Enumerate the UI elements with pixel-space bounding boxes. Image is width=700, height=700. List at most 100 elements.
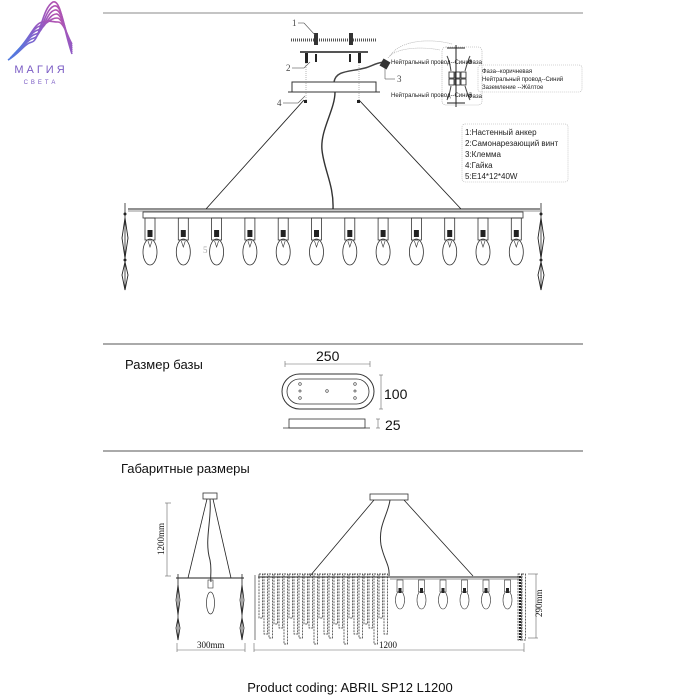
- bulb-icon: [342, 217, 358, 266]
- crystal-strand: [333, 573, 338, 625]
- bulb-icon: [508, 217, 524, 266]
- crystal-strand: [373, 573, 378, 645]
- logo-name: МАГИЯ: [14, 64, 68, 76]
- phase-label-top: Фаза: [468, 60, 483, 66]
- terminal-icon: [460, 71, 467, 79]
- length-value: 1200: [379, 640, 398, 650]
- parts-legend-item: 2:Самонарезающий винт: [465, 139, 559, 148]
- bulb-icon: [502, 579, 513, 610]
- neutral-wire-label-bottom: Нейтральный провод--Синий: [391, 92, 472, 99]
- crystal-strand: [298, 573, 303, 639]
- wall-anchor-icon: [349, 33, 353, 45]
- crystal-strand: [258, 573, 263, 619]
- crystal-strand: [338, 573, 343, 629]
- callout-1: 1: [292, 18, 297, 28]
- crystal-strand: [308, 573, 313, 629]
- base-depth-value: 100: [384, 386, 408, 402]
- suspension-height-value: 1200mm: [156, 523, 166, 555]
- crystal-strand: [353, 573, 358, 635]
- crystal-strand: [278, 573, 283, 629]
- logo-wave-icon: [7, 1, 73, 61]
- crystal-drop-left: [121, 203, 129, 291]
- suspension-cables: [205, 91, 462, 210]
- bulb-icon: [459, 579, 470, 610]
- crystal-strand: [268, 573, 273, 639]
- callout-5: 5: [203, 245, 208, 255]
- base-height-value: 25: [385, 417, 401, 433]
- wall-anchor-icon: [314, 33, 318, 45]
- base-size-title: Размер базы: [125, 357, 203, 372]
- screw-icon: [305, 53, 308, 63]
- bulb-icon: [416, 579, 427, 610]
- nut-icon: [357, 100, 360, 103]
- wiring-detail: Нейтральный провод--Синий Нейтральный пр…: [387, 40, 583, 107]
- neutral-wire-label-top: Нейтральный провод--Синий: [391, 59, 472, 66]
- nut-icon: [304, 100, 307, 103]
- logo-subtitle: СВЕТА: [23, 80, 59, 86]
- parts-legend: 1:Настенный анкер 2:Самонарезающий винт …: [461, 123, 569, 183]
- bulb-icon: [408, 217, 424, 266]
- crystal-strand: [293, 573, 298, 635]
- callout-2: 2: [286, 63, 291, 73]
- ceiling-mount-detail: [288, 33, 391, 103]
- bulb-icon: [438, 579, 448, 610]
- terminal-icon: [448, 71, 455, 79]
- crystal-strand: [517, 573, 522, 641]
- overall-dimensions-title: Габаритные размеры: [121, 461, 250, 476]
- wire-color-legend-frame: [477, 64, 583, 93]
- crystal-strand: [313, 573, 318, 645]
- wire-legend-ground: Заземление --Жёлтое: [482, 85, 544, 91]
- crystal-strand: [521, 573, 526, 641]
- connector-icon: [379, 58, 391, 70]
- bulb-icon: [481, 579, 491, 610]
- base-size-drawing: 250 100 25: [281, 348, 408, 433]
- callout-4: 4: [277, 98, 282, 108]
- crystal-strand: [348, 573, 353, 619]
- body-height-value: 290mm: [534, 589, 544, 617]
- front-view-drawing: 290mm 1200: [253, 493, 544, 652]
- crystal-strand: [368, 573, 373, 629]
- bulb-icon: [475, 217, 491, 266]
- crystal-strand: [323, 573, 328, 635]
- base-width-value: 250: [316, 348, 340, 364]
- bulb-icon: [395, 579, 405, 610]
- crystal-strand: [303, 573, 308, 625]
- callout-3: 3: [397, 74, 402, 84]
- terminal-icon: [454, 71, 461, 79]
- crystal-strand: [363, 573, 368, 625]
- parts-legend-item: 1:Настенный анкер: [465, 128, 537, 137]
- canopy: [291, 81, 377, 93]
- product-coding: Product coding: ABRIL SP12 L1200: [247, 680, 453, 695]
- callout-labels: 1 2 3 4 5: [203, 18, 402, 255]
- phase-label-bottom: Фаза: [468, 94, 483, 100]
- wire-legend-neutral: Нейтральный провод--Синий: [482, 76, 563, 83]
- bulb-icon: [209, 217, 225, 266]
- crystal-strand: [273, 573, 278, 625]
- side-view-drawing: 1200mm 300mm: [156, 492, 246, 652]
- parts-legend-item: 3:Клемма: [465, 150, 501, 159]
- side-width-value: 300mm: [197, 640, 225, 650]
- crystal-strand: [343, 573, 348, 645]
- bulb-icon: [175, 217, 191, 266]
- crystal-drop-right: [537, 203, 545, 291]
- crystal-strand: [328, 573, 333, 639]
- crystal-strand: [263, 573, 268, 635]
- crystal-strand: [288, 573, 293, 619]
- bulb-icon: [375, 217, 391, 266]
- bulb-icon: [442, 217, 458, 266]
- crystal-strand: [383, 573, 388, 635]
- parts-legend-item: 5:E14*12*40W: [465, 172, 518, 181]
- crystal-strand: [378, 573, 383, 619]
- crystal-strand: [358, 573, 363, 639]
- wire-legend-phase: Фаза--коричневая: [482, 69, 532, 75]
- bulb-icon: [309, 217, 324, 266]
- screw-icon: [358, 53, 361, 63]
- terminal-block-frame: [441, 46, 483, 106]
- crystal-strand: [318, 573, 323, 619]
- parts-legend-item: 4:Гайка: [465, 161, 493, 170]
- fixture-front-view: [121, 203, 545, 291]
- crystal-strand: [283, 573, 288, 645]
- bulb-icon: [275, 217, 291, 266]
- bulb-icon: [242, 217, 258, 266]
